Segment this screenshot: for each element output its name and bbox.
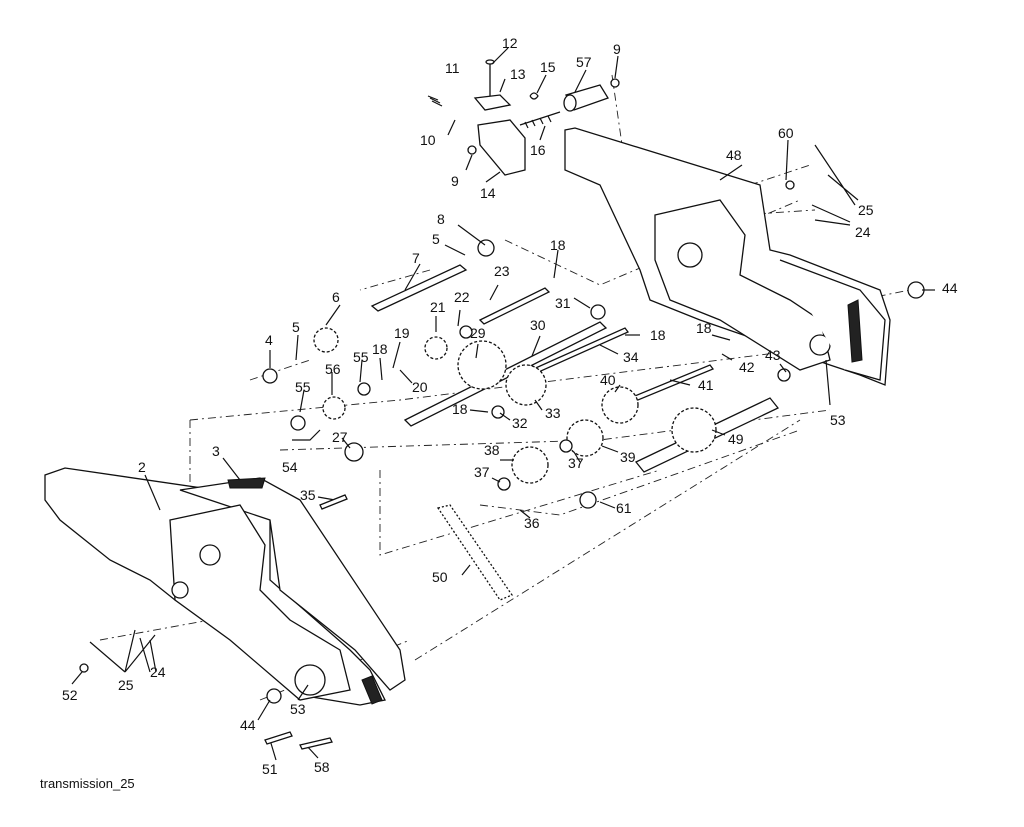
callout-52: 52 xyxy=(62,687,78,703)
callout-61: 61 xyxy=(616,500,632,516)
callout-24-left: 24 xyxy=(150,664,166,680)
callout-50: 50 xyxy=(432,569,448,585)
callout-39: 39 xyxy=(620,449,636,465)
callout-18-left: 18 xyxy=(372,341,388,357)
callout-55-upper: 55 xyxy=(353,349,369,365)
callout-29: 29 xyxy=(470,325,486,341)
callout-43: 43 xyxy=(765,347,781,363)
callout-7: 7 xyxy=(412,250,420,266)
callout-5-lower: 5 xyxy=(292,319,300,335)
callout-42: 42 xyxy=(739,359,755,375)
callout-2: 2 xyxy=(138,459,146,475)
callout-35: 35 xyxy=(300,487,316,503)
callout-31: 31 xyxy=(555,295,571,311)
callout-41: 41 xyxy=(698,377,714,393)
callout-10: 10 xyxy=(420,132,436,148)
callout-4: 4 xyxy=(265,332,273,348)
callout-21: 21 xyxy=(430,299,446,315)
callout-40: 40 xyxy=(600,372,616,388)
callout-38: 38 xyxy=(484,442,500,458)
drive-belt-50 xyxy=(436,504,513,601)
callout-34: 34 xyxy=(623,349,639,365)
callout-60: 60 xyxy=(778,125,794,141)
callout-23: 23 xyxy=(494,263,510,279)
callout-48: 48 xyxy=(726,147,742,163)
callout-20: 20 xyxy=(412,379,428,395)
callout-labels: 12 11 13 15 57 9 10 16 9 14 60 48 25 24 … xyxy=(62,35,958,777)
diagram-caption: transmission_25 xyxy=(40,776,135,791)
callout-25-left: 25 xyxy=(118,677,134,693)
callout-30: 30 xyxy=(530,317,546,333)
right-housing-48 xyxy=(564,127,891,386)
callout-32: 32 xyxy=(512,415,528,431)
callout-36: 36 xyxy=(524,515,540,531)
callout-18-mid: 18 xyxy=(650,327,666,343)
callout-57: 57 xyxy=(576,54,592,70)
callout-56: 56 xyxy=(325,361,341,377)
left-housing-2-3 xyxy=(44,467,406,706)
callout-22: 22 xyxy=(454,289,470,305)
callout-27: 27 xyxy=(332,429,348,445)
callout-18-lower: 18 xyxy=(452,401,468,417)
callout-53-left: 53 xyxy=(290,701,306,717)
callout-51: 51 xyxy=(262,761,278,777)
callout-33: 33 xyxy=(545,405,561,421)
callout-19: 19 xyxy=(394,325,410,341)
callout-6: 6 xyxy=(332,289,340,305)
callout-58: 58 xyxy=(314,759,330,775)
callout-5-upper: 5 xyxy=(432,231,440,247)
callout-14: 14 xyxy=(480,185,496,201)
callout-8: 8 xyxy=(437,211,445,227)
gears-sprockets xyxy=(262,239,925,704)
callout-44-left: 44 xyxy=(240,717,256,733)
callout-53-right: 53 xyxy=(830,412,846,428)
callout-37-left: 37 xyxy=(474,464,490,480)
callout-11: 11 xyxy=(445,60,460,76)
callout-54: 54 xyxy=(282,459,298,475)
callout-55-lower: 55 xyxy=(295,379,311,395)
callout-25-right: 25 xyxy=(858,202,874,218)
callout-49: 49 xyxy=(728,431,744,447)
callout-9-lower: 9 xyxy=(451,173,459,189)
callout-15: 15 xyxy=(540,59,556,75)
callout-13: 13 xyxy=(510,66,526,82)
fasteners xyxy=(79,180,795,750)
callout-16: 16 xyxy=(530,142,546,158)
callout-12: 12 xyxy=(502,35,518,51)
callout-37-right: 37 xyxy=(568,455,584,471)
callout-9-top: 9 xyxy=(613,41,621,57)
callout-44-right: 44 xyxy=(942,280,958,296)
callout-18-right: 18 xyxy=(696,320,712,336)
callout-3: 3 xyxy=(212,443,220,459)
callout-18-upper: 18 xyxy=(550,237,566,253)
callout-24-right: 24 xyxy=(855,224,871,240)
